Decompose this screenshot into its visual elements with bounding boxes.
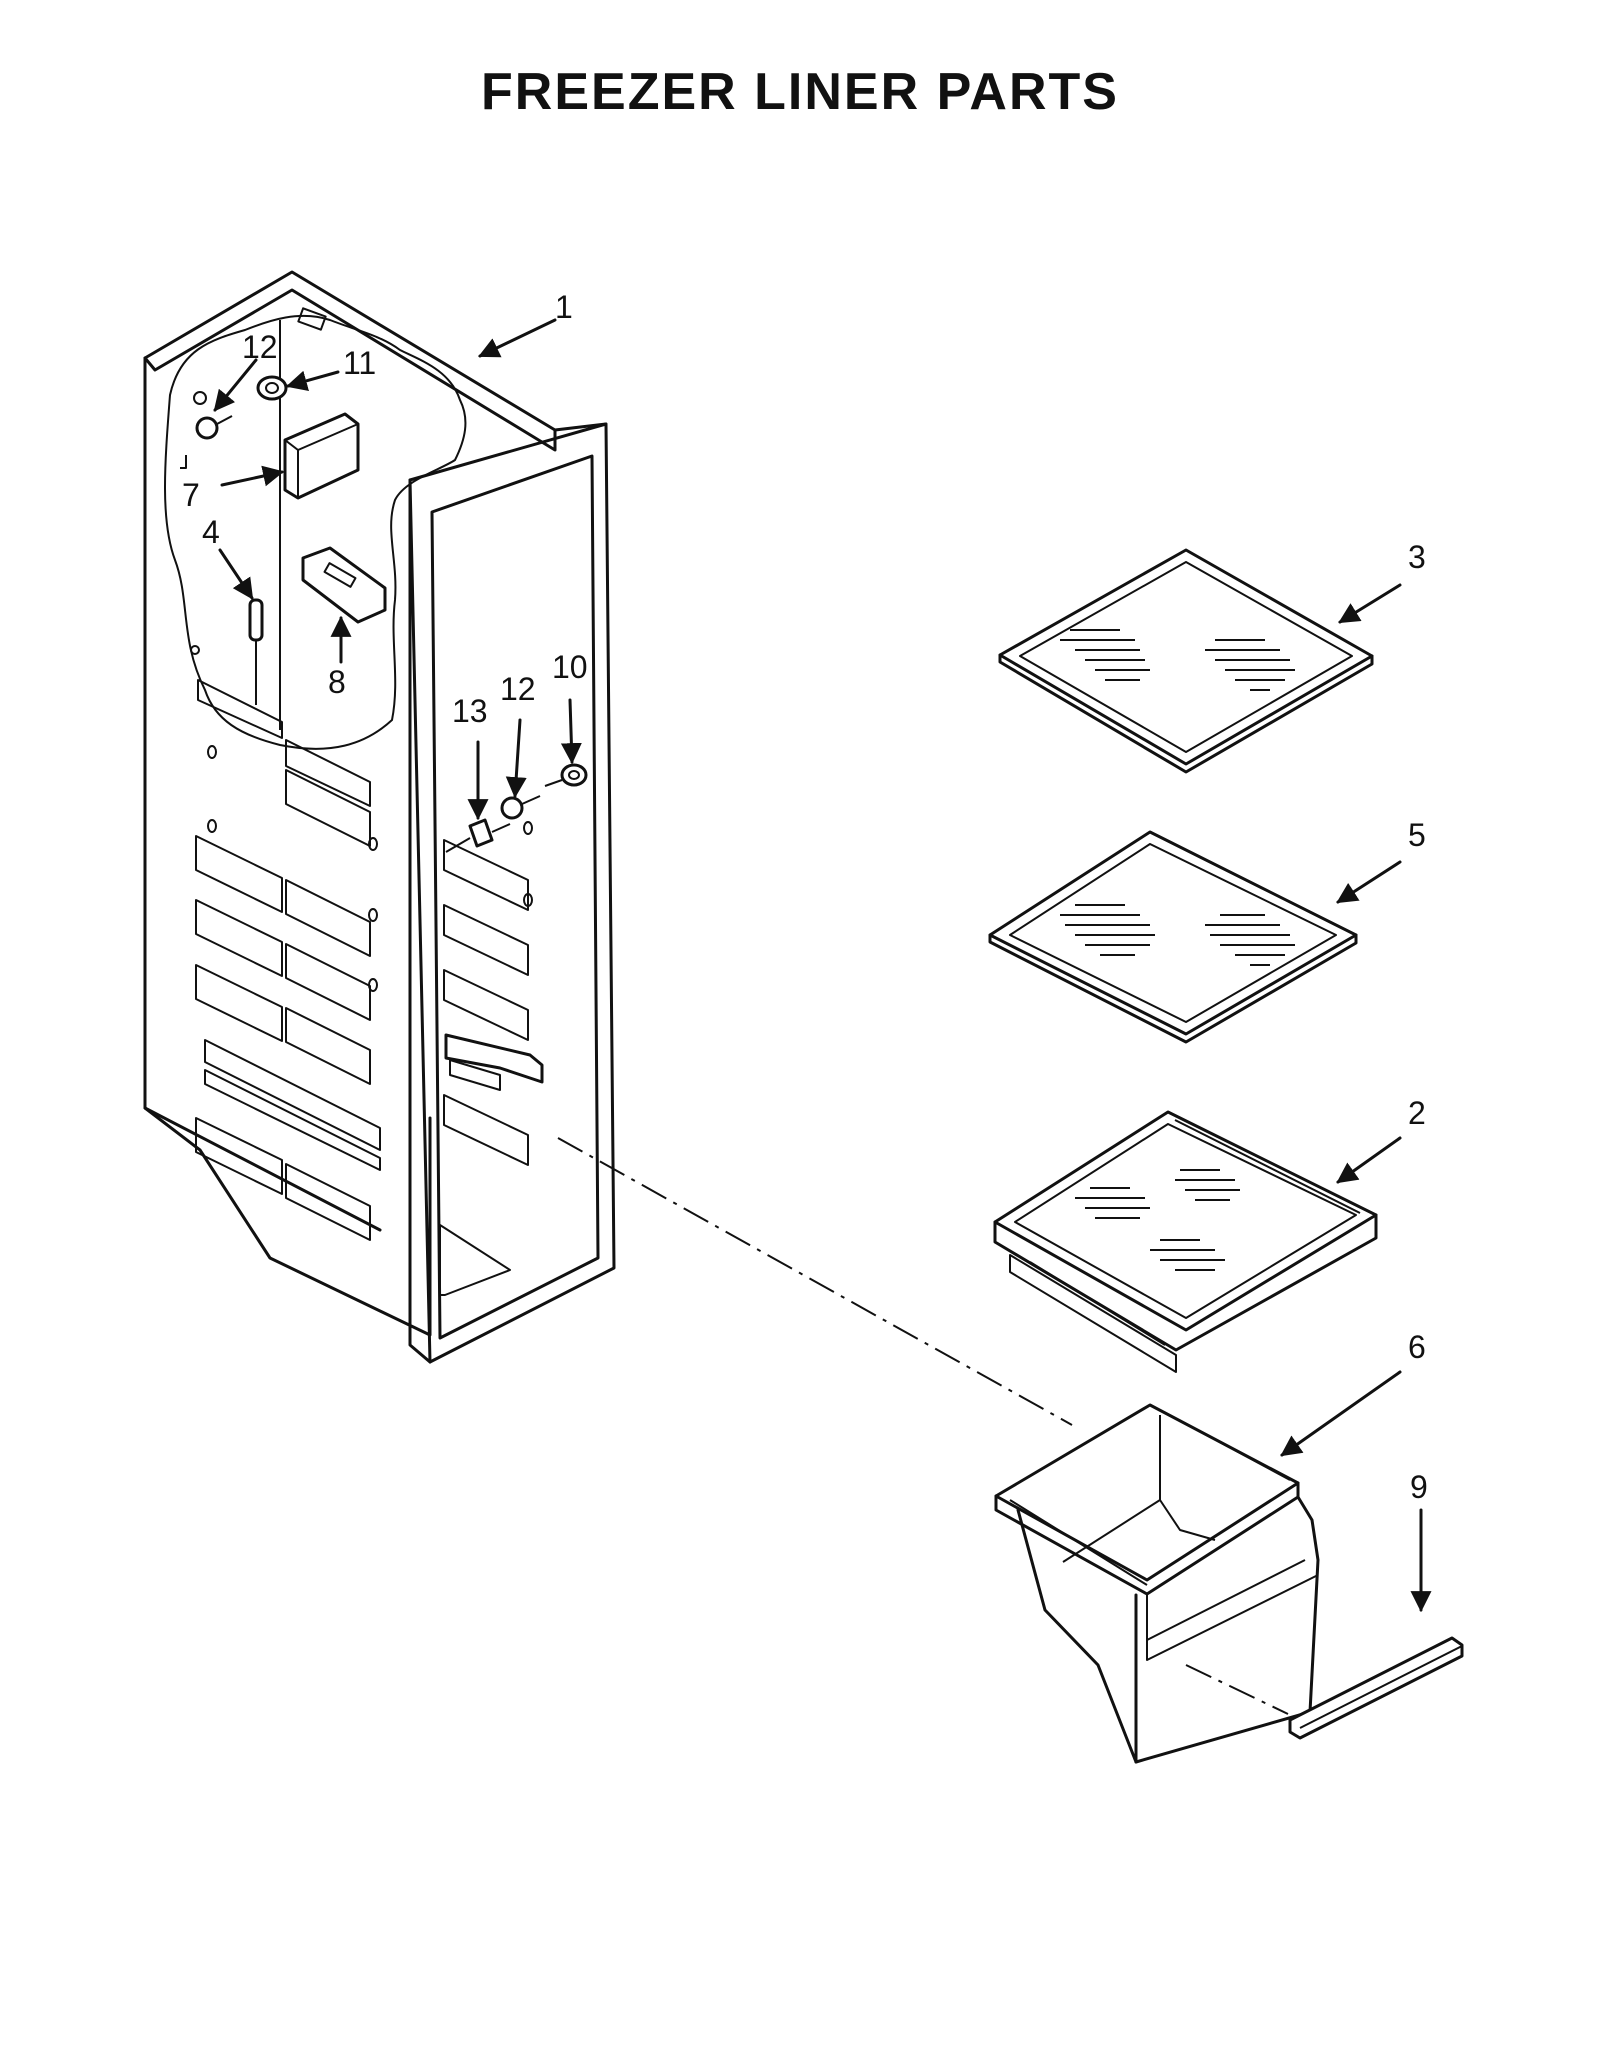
callout-8: 8	[328, 664, 346, 700]
leader-arrows	[213, 318, 1432, 1613]
alignment-line-bin	[557, 1137, 1073, 1426]
callout-13: 13	[452, 693, 488, 729]
alignment-line-trim	[1185, 1664, 1289, 1715]
callout-11: 11	[343, 345, 376, 381]
callout-2: 2	[1408, 1095, 1426, 1131]
shelf-part-3	[998, 548, 1374, 774]
freezer-liner	[143, 270, 616, 1364]
shelf-part-5	[988, 830, 1358, 1044]
callout-9: 9	[1410, 1469, 1428, 1505]
callout-6: 6	[1408, 1329, 1426, 1365]
trim-part-9	[1288, 1636, 1464, 1740]
callout-5: 5	[1408, 817, 1426, 853]
callout-3: 3	[1408, 539, 1426, 575]
callout-1: 1	[555, 289, 573, 325]
shelf-part-2	[993, 1110, 1378, 1373]
callout-12-upper: 12	[242, 329, 278, 365]
callout-4: 4	[202, 514, 220, 550]
callout-7: 7	[182, 477, 200, 513]
callout-10: 10	[552, 649, 588, 685]
page-title: FREEZER LINER PARTS	[481, 63, 1119, 121]
callout-12-lower: 12	[500, 671, 536, 707]
bin-part-6	[994, 1403, 1320, 1764]
